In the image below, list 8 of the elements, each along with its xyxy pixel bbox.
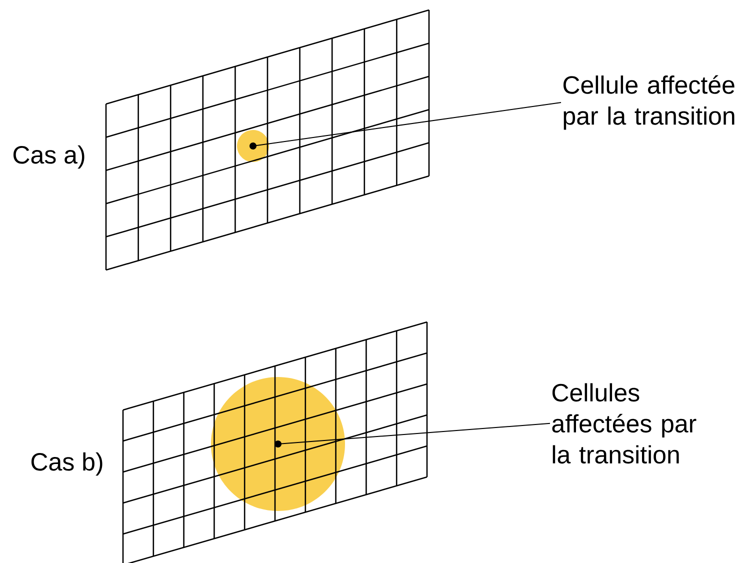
case-label: Cas a): [13, 145, 84, 169]
highlight-disk: [211, 377, 345, 511]
callout-text: Cellules affectées par la transition: [552, 383, 696, 464]
highlight-disk: [237, 130, 269, 162]
leader-line: [250, 102, 562, 150]
leader-line: [274, 422, 550, 448]
case-label: Cas b): [31, 452, 102, 476]
callout-text: Cellule affectée par la transition: [563, 75, 734, 130]
